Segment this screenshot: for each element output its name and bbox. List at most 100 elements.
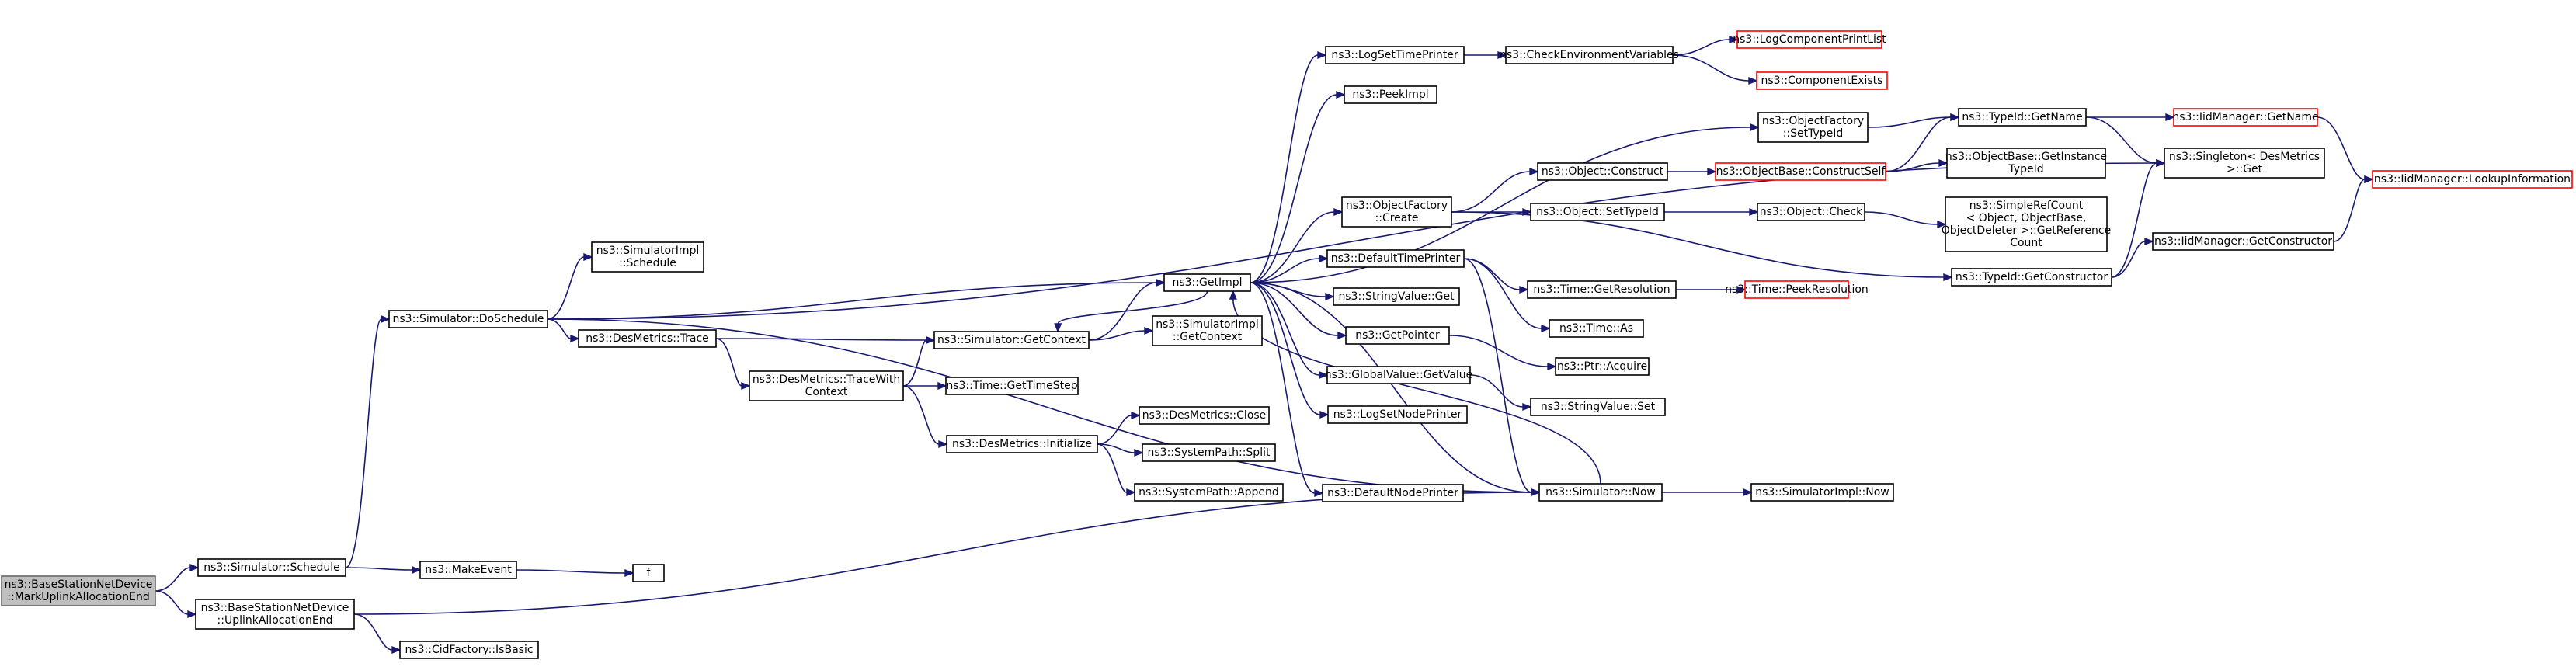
- node-sim-getcontext[interactable]: ns3::Simulator::GetContext: [933, 331, 1090, 349]
- edge-line: [2317, 116, 2366, 180]
- node-label: ns3::ObjectBase::GetInstance: [1945, 151, 2107, 163]
- node-objfactory-settypeid[interactable]: ns3::ObjectFactory::SetTypeId: [1757, 112, 1869, 143]
- edge-des_trace-to-sim_getcontext: [715, 335, 936, 345]
- node-box: [933, 331, 1090, 349]
- node-singleton-get[interactable]: ns3::Singleton< DesMetrics>::Get: [2164, 148, 2325, 179]
- node-getpointer[interactable]: ns3::GetPointer: [1345, 326, 1450, 345]
- node-label: ns3::GlobalValue::GetValue: [1325, 369, 1472, 381]
- node-box: [1757, 112, 1869, 143]
- node-syspath-append[interactable]: ns3::SystemPath::Append: [1134, 483, 1284, 502]
- node-cid-isbasic[interactable]: ns3::CidFactory::IsBasic: [399, 641, 539, 659]
- node-box: [1163, 273, 1251, 292]
- node-componentexists[interactable]: ns3::ComponentExists: [1756, 71, 1888, 90]
- edge-line: [1463, 258, 1532, 493]
- node-sim-schedule[interactable]: ns3::Simulator::Schedule: [197, 558, 346, 577]
- node-box: [1538, 483, 1663, 502]
- edge-arrowhead: [583, 252, 593, 262]
- node-logsettimeprinter[interactable]: ns3::LogSetTimePrinter: [1325, 46, 1465, 64]
- edge-line: [1057, 290, 1208, 325]
- node-stringvalue-get[interactable]: ns3::StringValue::Get: [1333, 287, 1460, 306]
- node-sim-doschedule[interactable]: ns3::Simulator::DoSchedule: [388, 310, 548, 328]
- node-box: [1750, 483, 1894, 502]
- edge-arrowhead: [1337, 331, 1347, 340]
- nodes-layer: ns3::BaseStationNetDevice::MarkUplinkAll…: [1, 30, 2573, 659]
- node-logsetnodeprinter[interactable]: ns3::LogSetNodePrinter: [1327, 405, 1468, 424]
- node-simimpl-now[interactable]: ns3::SimulatorImpl::Now: [1750, 483, 1894, 502]
- node-getimpl[interactable]: ns3::GetImpl: [1163, 273, 1251, 292]
- edge-arrowhead: [412, 565, 422, 575]
- edge-getimpl-to-objfactory_settypeid: [1250, 123, 1760, 283]
- node-label: ns3::Singleton< DesMetrics: [2169, 151, 2320, 163]
- edge-line: [1672, 39, 1730, 56]
- node-object-settypeid[interactable]: ns3::Object::SetTypeId: [1530, 203, 1665, 221]
- node-label: ns3::Time::PeekResolution: [1725, 283, 1869, 296]
- node-sim-now[interactable]: ns3::Simulator::Now: [1538, 483, 1663, 502]
- edge-arrowhead: [1541, 324, 1551, 333]
- node-label: ns3::GetPointer: [1355, 329, 1440, 342]
- edge-arrowhead: [1938, 158, 1949, 168]
- node-typeid-getname[interactable]: ns3::TypeId::GetName: [1958, 108, 2087, 127]
- node-object-check[interactable]: ns3::Object::Check: [1757, 203, 1865, 221]
- node-ptr-acquire[interactable]: ns3::Ptr::Acquire: [1555, 357, 1650, 376]
- edge-line: [1451, 171, 1531, 213]
- edge-arrowhead: [1319, 370, 1329, 380]
- node-label: ns3::LogComponentPrintList: [1733, 33, 1886, 46]
- node-checkenv[interactable]: ns3::CheckEnvironmentVariables: [1500, 46, 1679, 64]
- edge-line: [1448, 335, 1549, 367]
- node-time-getstep[interactable]: ns3::Time::GetTimeStep: [945, 377, 1079, 395]
- node-stringvalue-set[interactable]: ns3::StringValue::Set: [1530, 398, 1666, 416]
- node-iidmanager-lookup[interactable]: ns3::IidManager::LookupInformation: [2372, 170, 2573, 189]
- node-iidmanager-getname[interactable]: ns3::IidManager::GetName: [2172, 108, 2319, 127]
- node-objbase-constructself[interactable]: ns3::ObjectBase::ConstructSelf: [1715, 162, 1886, 181]
- node-box: [2152, 232, 2334, 251]
- node-simimpl-getcontext[interactable]: ns3::SimulatorImpl::GetContext: [1152, 315, 1263, 346]
- node-defaulttimeprinter[interactable]: ns3::DefaultTimePrinter: [1326, 249, 1465, 268]
- node-label: ns3::ObjectBase::ConstructSelf: [1716, 165, 1886, 178]
- edge-arrowhead: [1333, 207, 1344, 217]
- edge-line: [345, 567, 413, 571]
- node-objfactory-create[interactable]: ns3::ObjectFactory::Create: [1341, 196, 1452, 228]
- node-simplerefcount[interactable]: ns3::SimpleRefCount< Object, ObjectBase,…: [1942, 196, 2111, 252]
- edge-globalvalue_getvalue-to-stringvalue_set: [1469, 374, 1532, 412]
- edge-object_check-to-simplerefcount: [1864, 211, 1947, 229]
- node-time-getresolution[interactable]: ns3::Time::GetResolution: [1527, 280, 1677, 299]
- node-label: ns3::TypeId::GetConstructor: [1955, 271, 2108, 283]
- node-label: ns3::StringValue::Get: [1338, 290, 1455, 303]
- edge-objbase_constructself-to-objbase_getinstance: [1885, 158, 1949, 172]
- node-logcomponentprintlist[interactable]: ns3::LogComponentPrintList: [1733, 30, 1886, 49]
- node-defaultnodeprinter[interactable]: ns3::DefaultNodePrinter: [1322, 484, 1464, 502]
- node-label: ns3::LogSetTimePrinter: [1331, 49, 1458, 61]
- node-syspath-split[interactable]: ns3::SystemPath::Split: [1142, 443, 1276, 462]
- node-label: ns3::LogSetNodePrinter: [1333, 408, 1462, 421]
- edge-objbase_constructself-to-typeid_getname: [1885, 113, 1960, 172]
- node-f[interactable]: f: [632, 564, 665, 582]
- edge-arrowhead: [381, 314, 391, 324]
- node-globalvalue-getvalue[interactable]: ns3::GlobalValue::GetValue: [1325, 366, 1472, 384]
- node-des-trace[interactable]: ns3::DesMetrics::Trace: [578, 329, 717, 348]
- node-simimpl-schedule[interactable]: ns3::SimulatorImpl::Schedule: [591, 241, 704, 273]
- node-box: [1756, 71, 1888, 90]
- node-mark-uplink[interactable]: ns3::BaseStationNetDevice::MarkUplinkAll…: [1, 575, 156, 606]
- node-peekimpl[interactable]: ns3::PeekImpl: [1344, 85, 1437, 104]
- node-box: [1325, 46, 1465, 64]
- node-label: Context: [805, 386, 848, 398]
- edge-line: [1250, 282, 1532, 493]
- edge-line: [1250, 282, 1316, 494]
- node-time-as[interactable]: ns3::Time::As: [1549, 319, 1644, 338]
- node-des-initialize[interactable]: ns3::DesMetrics::Initialize: [946, 435, 1098, 453]
- node-object-construct[interactable]: ns3::Object::Construct: [1537, 162, 1668, 181]
- node-make-event[interactable]: ns3::MakeEvent: [419, 561, 517, 579]
- node-iidmanager-getconstructor[interactable]: ns3::IidManager::GetConstructor: [2152, 232, 2334, 251]
- node-des-close[interactable]: ns3::DesMetrics::Close: [1139, 406, 1270, 425]
- node-typeid-getconstructor[interactable]: ns3::TypeId::GetConstructor: [1951, 268, 2112, 287]
- edge-des_initialize-to-syspath_append: [1097, 443, 1136, 497]
- edge-arrowhead: [1317, 50, 1327, 60]
- node-time-peekresolution[interactable]: ns3::Time::PeekResolution: [1725, 280, 1869, 299]
- node-bs-uplink-end[interactable]: ns3::BaseStationNetDevice::UplinkAllocat…: [195, 599, 355, 630]
- edge-line: [1088, 330, 1145, 341]
- edge-arrowhead: [1134, 448, 1144, 457]
- node-box: [946, 435, 1098, 453]
